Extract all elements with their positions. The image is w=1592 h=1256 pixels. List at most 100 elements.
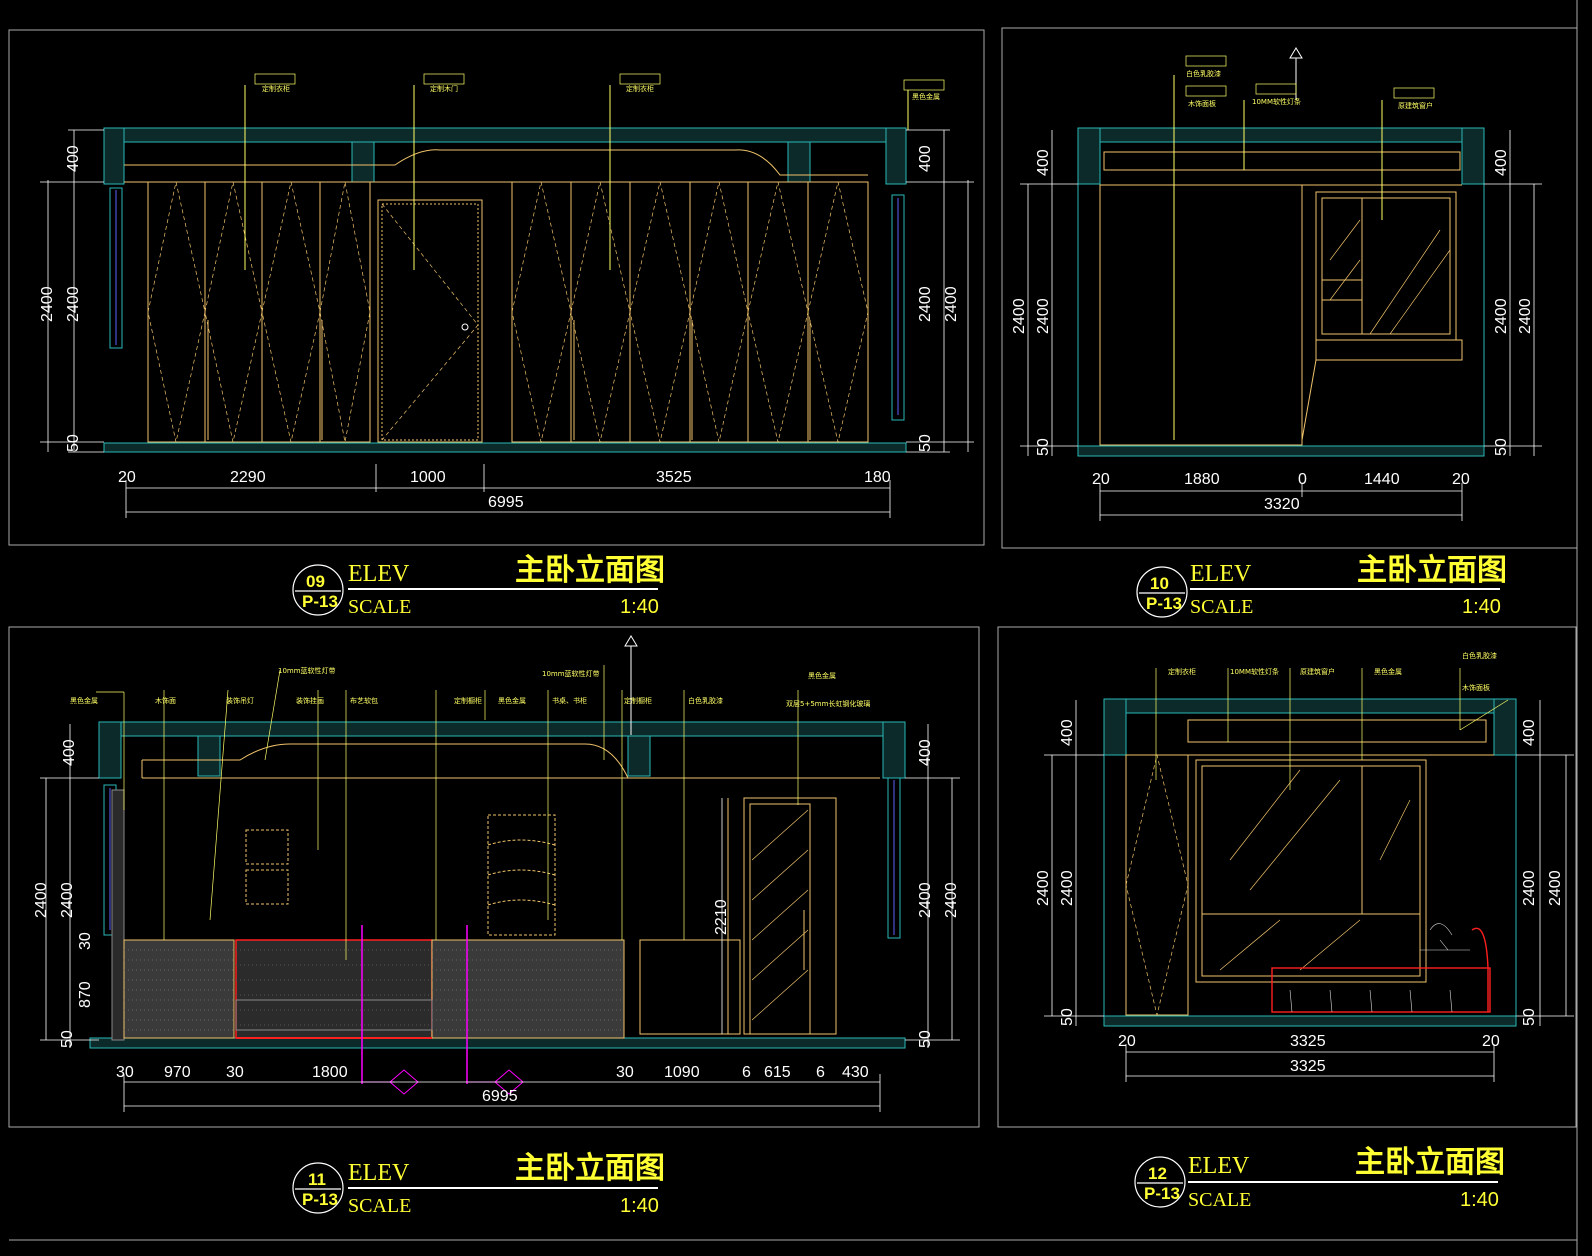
tag-11-2: 装饰吊灯 <box>226 696 254 705</box>
dim-11-l2: 2400 <box>59 882 76 918</box>
dim-09-l0: 400 <box>65 145 82 172</box>
tag-09-2: 定制衣柜 <box>626 84 654 93</box>
dim-09-l1: 2400 <box>39 286 56 322</box>
title-11-id: 11 <box>308 1170 326 1189</box>
dim-11-r2: 2400 <box>943 882 960 918</box>
dim-10-2: 0 <box>1298 471 1307 488</box>
elevation-12 <box>1044 668 1574 1082</box>
title-12-id: 12 <box>1148 1164 1167 1183</box>
dims-12: 20 3325 20 3325 400 2400 2400 50 400 240… <box>1035 651 1564 1075</box>
dim-10-l2: 2400 <box>1035 298 1052 334</box>
dim-10-r2: 2400 <box>1517 298 1534 334</box>
dim-11-8: 6 <box>816 1064 825 1081</box>
dim-11-2: 30 <box>226 1064 244 1081</box>
title-block-11[interactable]: 11 P-13 ELEV 主卧立面图 SCALE 1:40 <box>292 1151 665 1217</box>
tag-09-3: 黑色金属 <box>912 92 940 101</box>
dim-11-3: 1800 <box>312 1064 348 1081</box>
floor-slab <box>103 442 907 453</box>
dim-12-1: 3325 <box>1290 1033 1326 1050</box>
dim-09-r1: 2400 <box>917 286 934 322</box>
dim-09-r2: 2400 <box>943 286 960 322</box>
dim-10-3: 1440 <box>1364 471 1400 488</box>
dim-09-3: 3525 <box>656 469 692 486</box>
elevation-10 <box>1020 47 1542 521</box>
dim-12-r1: 2400 <box>1521 870 1538 906</box>
dim-12-0: 20 <box>1118 1033 1136 1050</box>
elevation-09 <box>40 85 974 518</box>
tag-10-1: 木饰面板 <box>1188 99 1216 108</box>
title-11-sheet: P-13 <box>302 1190 338 1209</box>
dim-11-l1: 2400 <box>33 882 50 918</box>
title-10-scale-label: SCALE <box>1190 596 1253 618</box>
dim-09-r3: 50 <box>917 434 934 452</box>
tag-12-3: 黑色金属 <box>1374 667 1402 676</box>
tag-11-8: 10mm蓝软性灯带 <box>542 669 600 678</box>
dim-12-total: 3325 <box>1290 1058 1326 1075</box>
tag-11-13: 双层5+5mm长虹钢化玻璃 <box>786 699 870 708</box>
dim-12-r3: 50 <box>1521 1008 1538 1026</box>
title-10-elev: ELEV <box>1190 561 1252 587</box>
dim-11-5: 1090 <box>664 1064 700 1081</box>
dims-11: 30 970 30 1800 30 1090 6 615 6 430 6995 … <box>33 666 960 1105</box>
tag-10-0: 白色乳胶漆 <box>1186 69 1221 78</box>
dim-12-r2: 2400 <box>1547 870 1564 906</box>
tag-10-3: 原建筑窗户 <box>1398 101 1433 110</box>
dim-12-r0: 400 <box>1521 719 1538 746</box>
dim-12-2: 20 <box>1482 1033 1500 1050</box>
dim-12-l3: 50 <box>1059 1008 1076 1026</box>
dim-10-total: 3320 <box>1264 496 1300 513</box>
tag-11-12: 黑色金属 <box>808 671 836 680</box>
dim-09-4: 180 <box>864 469 891 486</box>
dim-11-6: 6 <box>742 1064 751 1081</box>
tag-11-1: 木饰面 <box>155 696 176 705</box>
title-11-name: 主卧立面图 <box>515 1151 665 1186</box>
title-12-scale-label: SCALE <box>1188 1189 1251 1211</box>
dims-09: 20 2290 1000 3525 180 6995 400 2400 2400… <box>39 73 960 511</box>
viewport-09[interactable] <box>8 29 985 546</box>
dim-11-l0: 400 <box>61 739 78 766</box>
elevation-11 <box>40 635 960 1112</box>
tag-09-1: 定制木门 <box>430 84 458 93</box>
tag-11-5: 布艺软包 <box>350 696 378 705</box>
dim-10-l1: 2400 <box>1011 298 1028 334</box>
title-09-elev: ELEV <box>348 561 410 587</box>
tag-11-7: 黑色金属 <box>498 696 526 705</box>
title-block-12[interactable]: 12 P-13 ELEV 主卧立面图 SCALE 1:40 <box>1134 1145 1505 1211</box>
dim-10-r0: 400 <box>1493 149 1510 176</box>
dim-11-9: 430 <box>842 1064 869 1081</box>
viewport-11[interactable] <box>8 626 980 1128</box>
dim-11-4: 30 <box>616 1064 634 1081</box>
dim-09-1: 2290 <box>230 469 266 486</box>
tag-11-11: 白色乳胶漆 <box>688 696 723 705</box>
tag-12-5: 木饰面板 <box>1462 683 1490 692</box>
title-block-09[interactable]: 09 P-13 ELEV 主卧立面图 SCALE 1:40 <box>292 553 665 618</box>
title-10-scale: 1:40 <box>1462 596 1501 618</box>
dim-11-l4: 870 <box>77 981 94 1008</box>
dim-11-r3: 50 <box>917 1030 934 1048</box>
title-09-name: 主卧立面图 <box>515 553 665 588</box>
viewport-12[interactable] <box>997 626 1577 1128</box>
tag-12-4: 白色乳胶漆 <box>1462 651 1497 660</box>
dim-09-total: 6995 <box>488 494 524 511</box>
dim-10-4: 20 <box>1452 471 1470 488</box>
dim-12-l0: 400 <box>1059 719 1076 746</box>
title-11-elev: ELEV <box>348 1160 410 1186</box>
tag-11-9: 书桌、书柜 <box>552 696 587 705</box>
dim-11-l3: 30 <box>77 932 94 950</box>
tag-11-6: 定制橱柜 <box>454 696 482 705</box>
dim-12-l1: 2400 <box>1035 870 1052 906</box>
dim-09-0: 20 <box>118 469 136 486</box>
dim-09-2: 1000 <box>410 469 446 486</box>
title-11-scale-label: SCALE <box>348 1195 411 1217</box>
dim-10-r3: 50 <box>1493 438 1510 456</box>
dim-11-1: 970 <box>164 1064 191 1081</box>
ceiling-slab <box>103 127 907 143</box>
title-block-10[interactable]: 10 P-13 ELEV 主卧立面图 SCALE 1:40 <box>1136 553 1507 618</box>
viewport-10[interactable] <box>1001 27 1578 549</box>
title-09-scale: 1:40 <box>620 596 659 618</box>
title-11-scale: 1:40 <box>620 1195 659 1217</box>
title-09-sheet: P-13 <box>302 592 338 611</box>
title-09-scale-label: SCALE <box>348 596 411 618</box>
dim-10-l3: 50 <box>1035 438 1052 456</box>
